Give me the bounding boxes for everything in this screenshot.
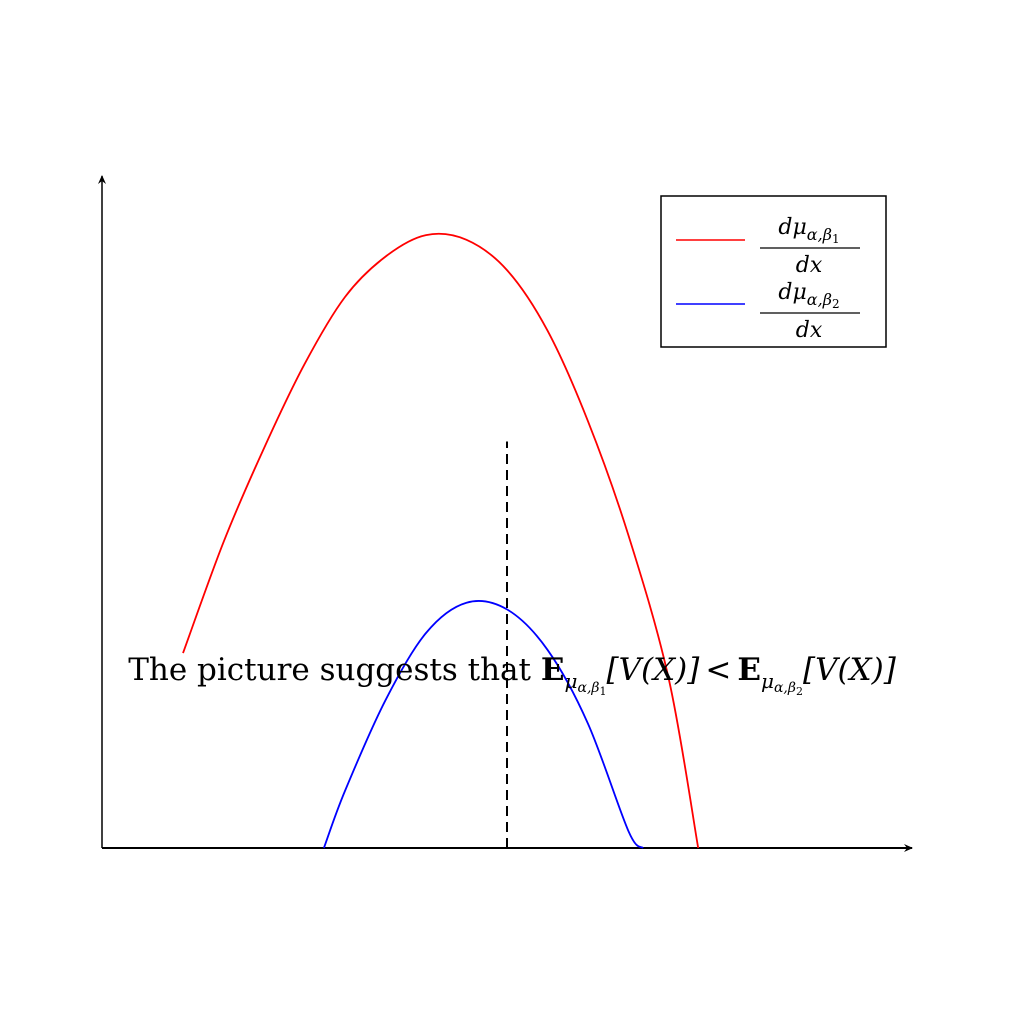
series-layer xyxy=(182,232,700,849)
series-line-1 xyxy=(182,232,700,849)
series-line-2 xyxy=(323,600,644,849)
legend-label-1-numerator: dμα,β1 xyxy=(778,215,839,246)
legend-label-2-numerator: dμα,β2 xyxy=(778,280,839,311)
legend-label-1-denominator: dx xyxy=(796,253,823,278)
legend-entry-2: dμα,β2 dx xyxy=(676,280,860,343)
legend-box xyxy=(660,195,887,348)
legend: dμα,β1 dx dμα,β2 dx xyxy=(660,195,887,348)
annotation-text: The picture suggests that Eμα,β1[V(X)]<E… xyxy=(128,652,897,698)
legend-label-2-denominator: dx xyxy=(796,318,823,343)
legend-entry-1: dμα,β1 dx xyxy=(676,215,860,278)
